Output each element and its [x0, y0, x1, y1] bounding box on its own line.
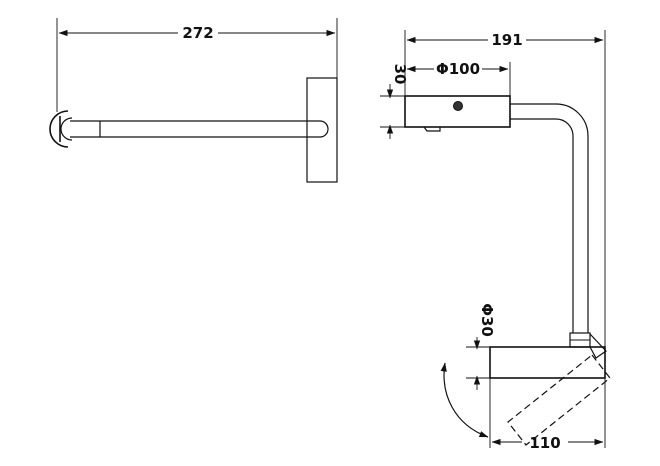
wall-plate-top [306, 77, 338, 183]
arm-top [70, 120, 329, 138]
pivot-bracket [589, 333, 607, 359]
lamp-head-side [404, 95, 511, 128]
base-housing [489, 346, 606, 379]
lamp-head-top-inner [60, 117, 73, 141]
lamp-head-clip [423, 126, 441, 132]
dimension-label-110: 110 [529, 434, 560, 452]
top-view: 272 [49, 18, 338, 183]
gooseneck-arm-inner [510, 118, 574, 333]
side-view: 191 Φ100 30 Φ30 110 [380, 30, 611, 452]
lamp-head-top-outer [49, 110, 69, 148]
dimension-label-phi30: Φ30 [478, 303, 496, 337]
rotation-arc [440, 362, 489, 438]
dimension-label-191: 191 [491, 31, 522, 49]
dimension-label-30: 30 [391, 64, 409, 85]
base-housing-rotated-dashed [507, 354, 611, 446]
lamp-head-screw [453, 101, 463, 111]
dimension-label-phi100: Φ100 [436, 60, 480, 78]
dimension-label-272: 272 [182, 24, 213, 42]
gooseneck-arm-outer [510, 103, 589, 333]
